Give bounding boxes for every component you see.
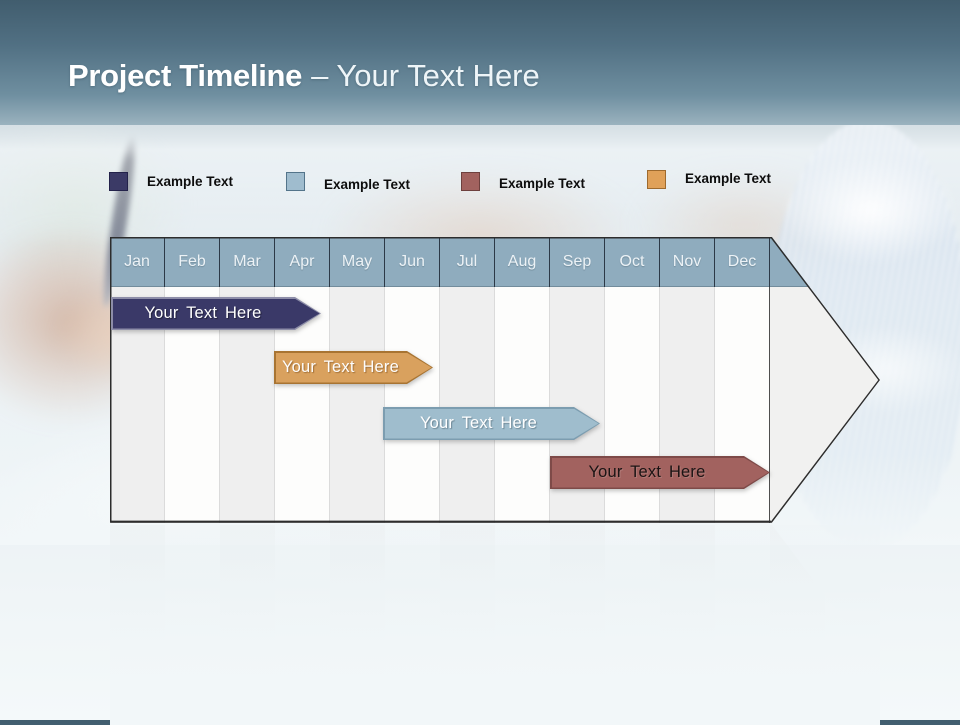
month-cell-feb[interactable]: Feb [165,237,220,287]
month-cell-nov[interactable]: Nov [660,237,715,287]
timeline-reflection-fade [110,525,880,725]
month-header-row: Jan Feb Mar Apr May Jun Jul Aug Sep Oct … [110,237,880,287]
task-bar-1[interactable]: Your Text Here [111,297,321,330]
legend-label: Example Text [499,176,586,191]
task-bar-label: Your Text Here [281,358,400,376]
task-bar-label: Your Text Here [419,414,538,432]
legend-label: Example Text [147,174,234,189]
month-cell-apr[interactable]: Apr [275,237,330,287]
timeline-shape: Jan Feb Mar Apr May Jun Jul Aug Sep Oct … [110,237,880,523]
month-header-filler [770,237,880,287]
legend-swatch-maroon [461,172,480,191]
task-bar-3[interactable]: Your Text Here [383,407,600,440]
month-cell-jul[interactable]: Jul [440,237,495,287]
month-cell-sep[interactable]: Sep [550,237,605,287]
task-bar-2[interactable]: Your Text Here [274,351,433,384]
slide-title-rest: – Your Text Here [311,58,540,93]
timeline-shape-body: Jan Feb Mar Apr May Jun Jul Aug Sep Oct … [110,237,880,523]
legend-swatch-orange [647,170,666,189]
legend-label: Example Text [324,177,411,192]
legend-swatch-blue [286,172,305,191]
month-cell-mar[interactable]: Mar [220,237,275,287]
grid-column [330,287,385,523]
legend-item-2[interactable]: Example Text [286,172,410,192]
grid-arrowhead-filler [770,287,880,523]
legend-item-4[interactable]: Example Text [647,170,771,189]
task-bar-label: Your Text Here [588,463,706,481]
task-bar-fill [113,299,320,329]
grid-column [440,287,495,523]
legend-item-3[interactable]: Example Text [461,172,585,191]
timeline-reflection [110,525,880,725]
task-bar-fill [385,409,599,439]
grid-column [385,287,440,523]
grid-column [495,287,550,523]
month-cell-jan[interactable]: Jan [110,237,165,287]
task-bar-4[interactable]: Your Text Here [550,456,770,489]
legend-swatch-navy [109,172,128,191]
task-bar-fill [552,458,769,488]
legend-item-1[interactable]: Example Text [109,172,233,191]
month-cell-oct[interactable]: Oct [605,237,660,287]
slide-title[interactable]: Project Timeline– Your Text Here [68,58,540,94]
month-cell-aug[interactable]: Aug [495,237,550,287]
month-cell-jun[interactable]: Jun [385,237,440,287]
month-cell-may[interactable]: May [330,237,385,287]
month-cell-dec[interactable]: Dec [715,237,770,287]
slide-title-bold: Project Timeline [68,58,303,93]
legend-label: Example Text [685,171,772,186]
task-bar-fill [276,353,432,383]
task-bar-label: Your Text Here [144,304,262,322]
